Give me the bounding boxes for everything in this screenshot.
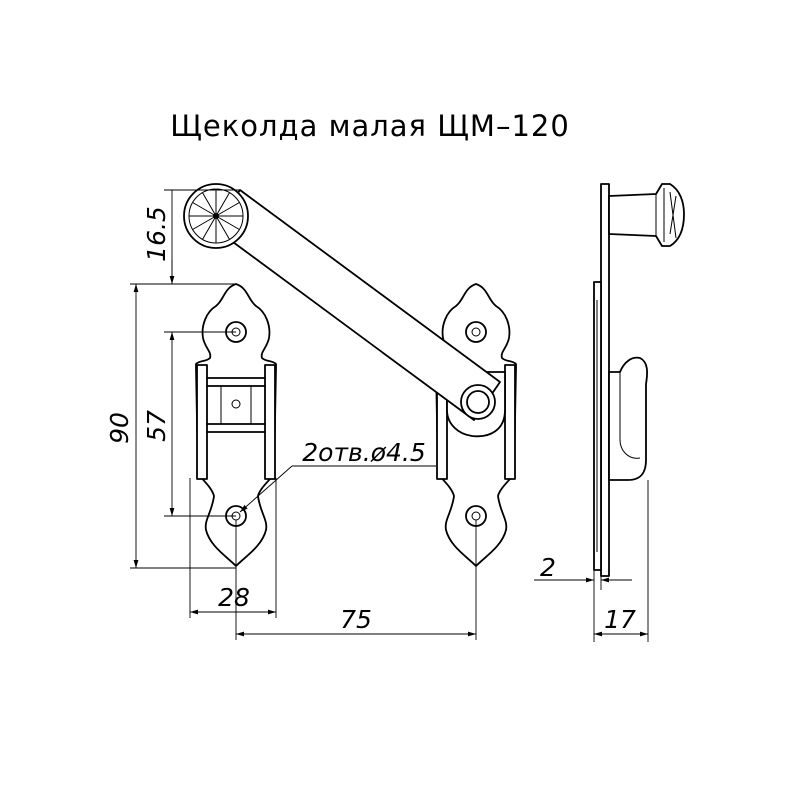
- holes-leader: [239, 465, 436, 513]
- dim-57-label: 57: [142, 410, 171, 442]
- side-view: [593, 183, 685, 577]
- left-staple-bracket: [196, 364, 276, 480]
- drawing-title: Щеколда малая ЩМ–120: [170, 109, 570, 143]
- dim-2-label: 2: [540, 553, 556, 582]
- holes-note-label: 2отв.ø4.5: [302, 438, 426, 467]
- dim-17-label: 17: [604, 605, 636, 634]
- dim-75-label: 75: [340, 605, 372, 634]
- dim-28-label: 28: [218, 583, 250, 612]
- extension-lines: [130, 189, 649, 642]
- knob-rosette-icon: [183, 183, 249, 249]
- dim-16-5-label: 16.5: [142, 206, 171, 262]
- dim-90-label: 90: [105, 412, 134, 444]
